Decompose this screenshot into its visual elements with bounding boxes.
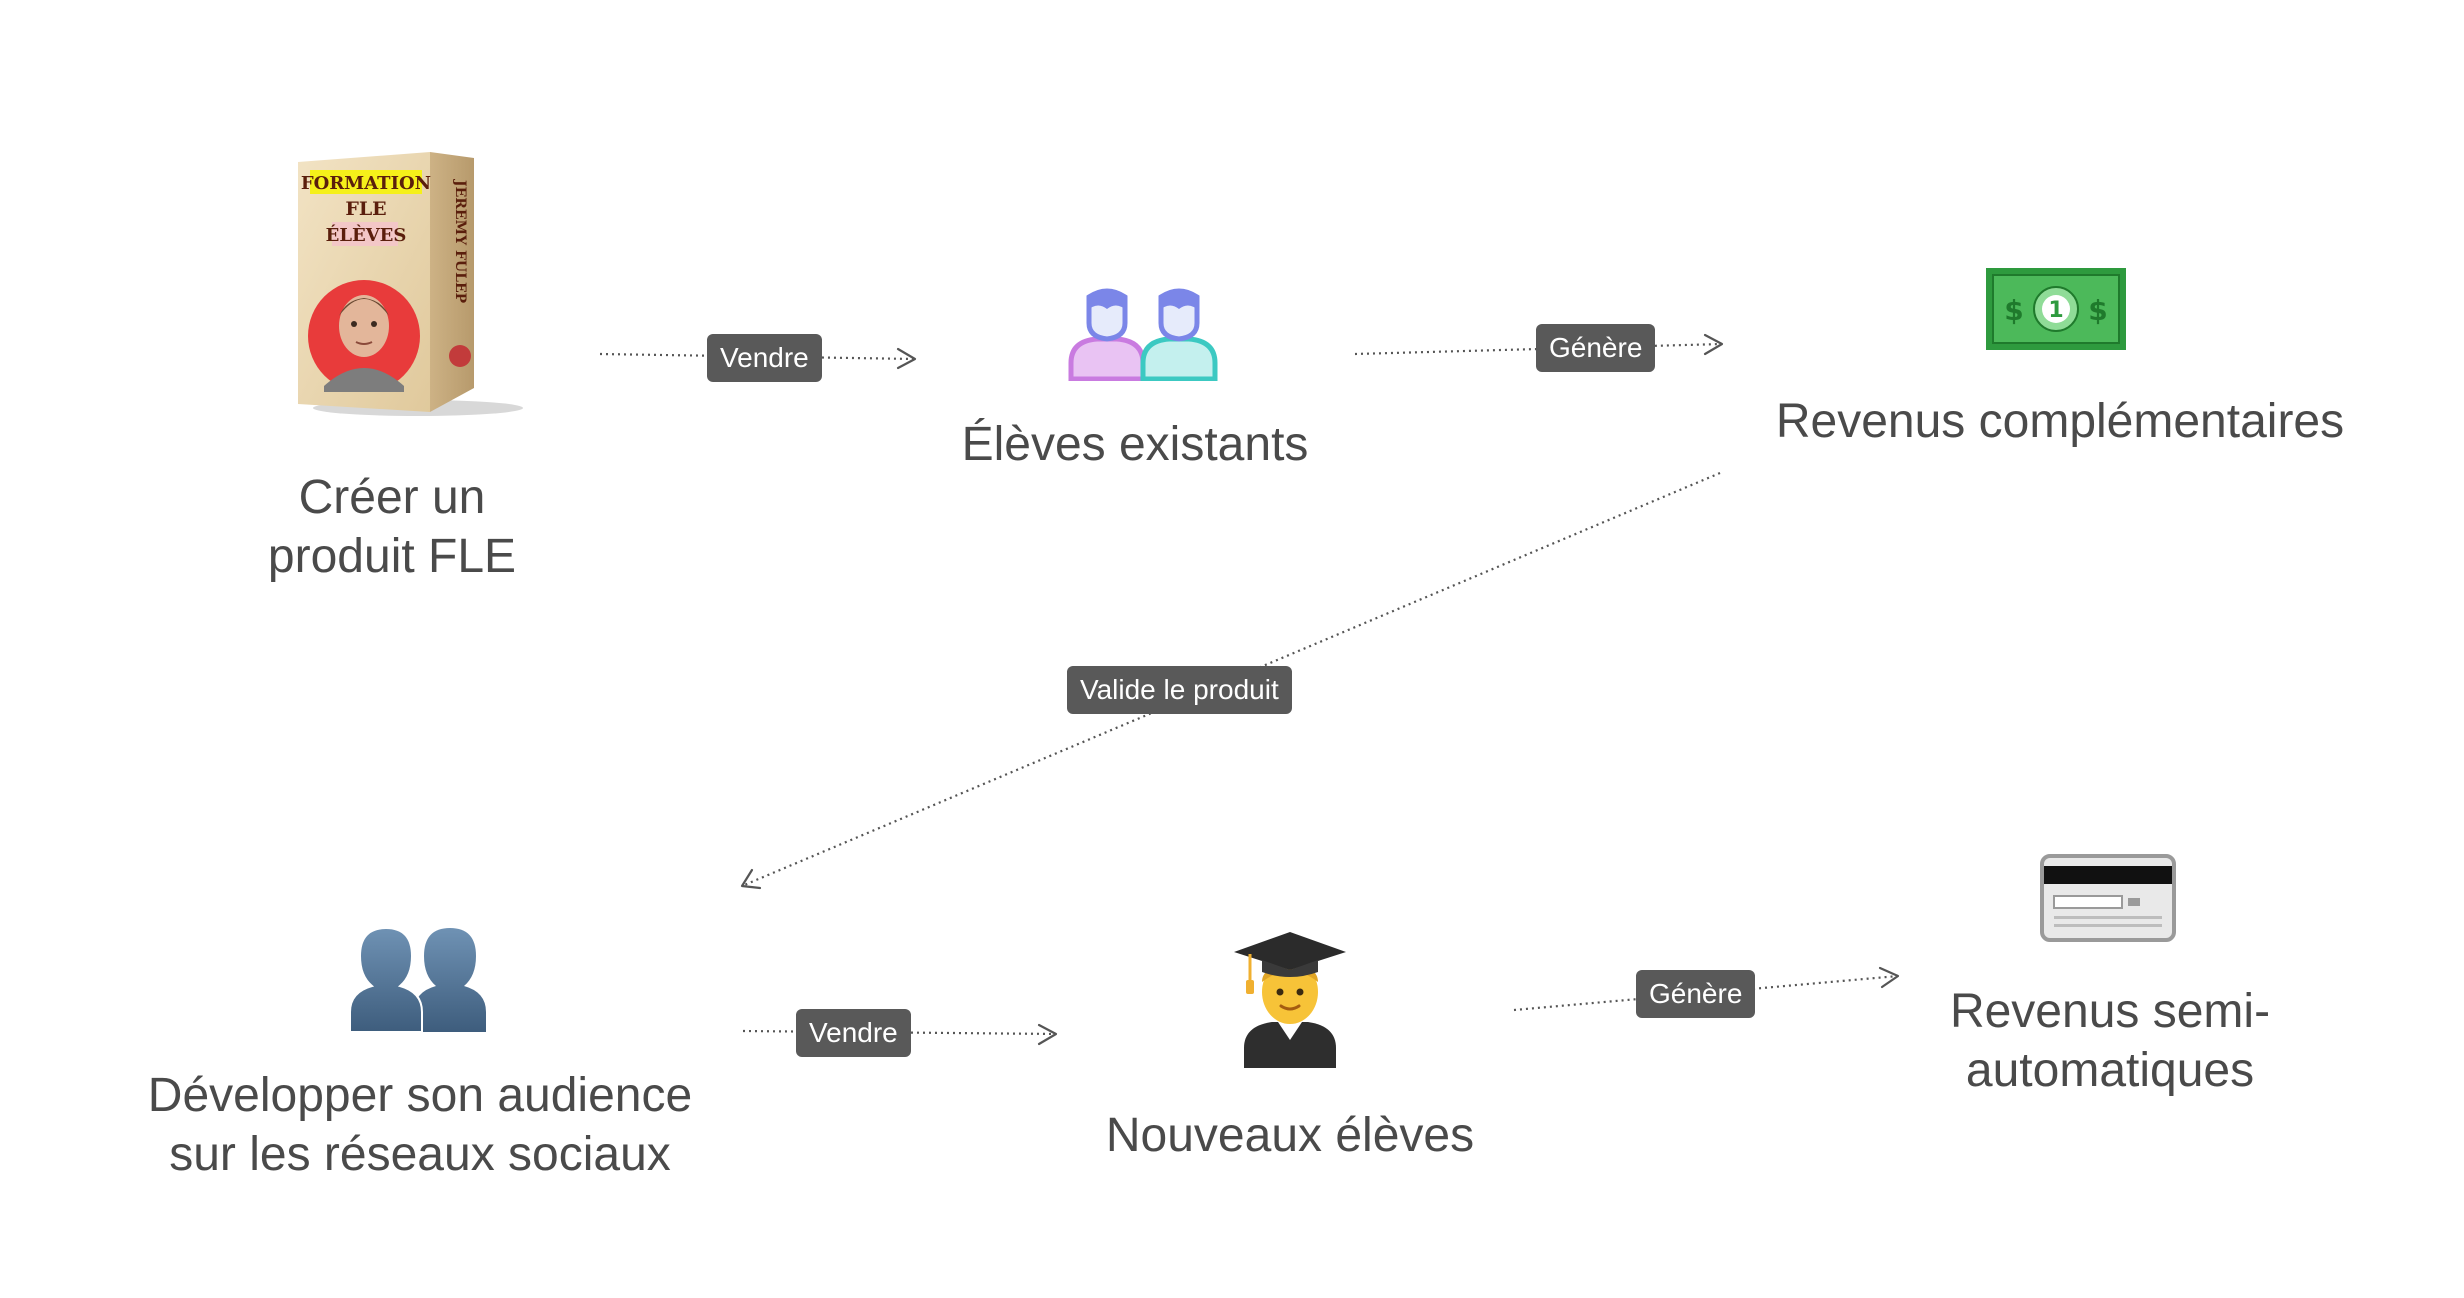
- edge-label-genere: Génère: [1536, 324, 1656, 372]
- edge-valide-produit: [740, 471, 1721, 890]
- node-eleves-existants-label: Élèves existants: [961, 418, 1309, 471]
- node-nouveaux-eleves-label: Nouveaux élèves: [1105, 1109, 1475, 1162]
- edge-label-genere: Génère: [1636, 970, 1756, 1018]
- node-creer-produit-label: Créer un produit FLE: [202, 468, 582, 586]
- node-label-line: Créer un: [298, 471, 486, 524]
- box-line-3: ÉLÈVES: [326, 223, 407, 246]
- node-revenus-semi-label: Revenus semi- automatiques: [1900, 982, 2320, 1100]
- svg-text:$: $: [2088, 294, 2107, 327]
- dollar-banknote-icon: 1 $ $: [1986, 268, 2126, 350]
- node-label-line: produit FLE: [267, 530, 517, 583]
- box-title: FORMATION: [301, 173, 431, 194]
- svg-text:$: $: [2004, 294, 2023, 327]
- box-line-2: FLE: [345, 198, 386, 220]
- node-label-line: sur les réseaux sociaux: [169, 1128, 671, 1181]
- svg-text:1: 1: [2048, 298, 2063, 323]
- node-label-line: Développer son audience: [147, 1069, 693, 1122]
- edge-label-vendre: Vendre: [707, 334, 822, 382]
- busts-in-silhouette-icon: [348, 920, 488, 1034]
- node-label-line: automatiques: [1965, 1044, 2255, 1097]
- edge-genere-1: [1354, 333, 1724, 356]
- node-revenus-complementaires-label: Revenus complémentaires: [1775, 395, 2345, 448]
- node-label-line: Revenus semi-: [1949, 985, 2271, 1038]
- edge-label-valide-produit: Valide le produit: [1067, 666, 1292, 714]
- product-box-image: FORMATION FLE ÉLÈVES JEREMY FULEP: [290, 150, 530, 420]
- student-graduate-icon: [1232, 930, 1348, 1070]
- node-audience-label: Développer son audience sur les réseaux …: [110, 1066, 730, 1184]
- edge-label-vendre: Vendre: [796, 1009, 911, 1057]
- two-students-icon: [1067, 283, 1219, 382]
- box-spine: JEREMY FULEP: [452, 178, 468, 304]
- credit-card-icon: [2040, 854, 2176, 942]
